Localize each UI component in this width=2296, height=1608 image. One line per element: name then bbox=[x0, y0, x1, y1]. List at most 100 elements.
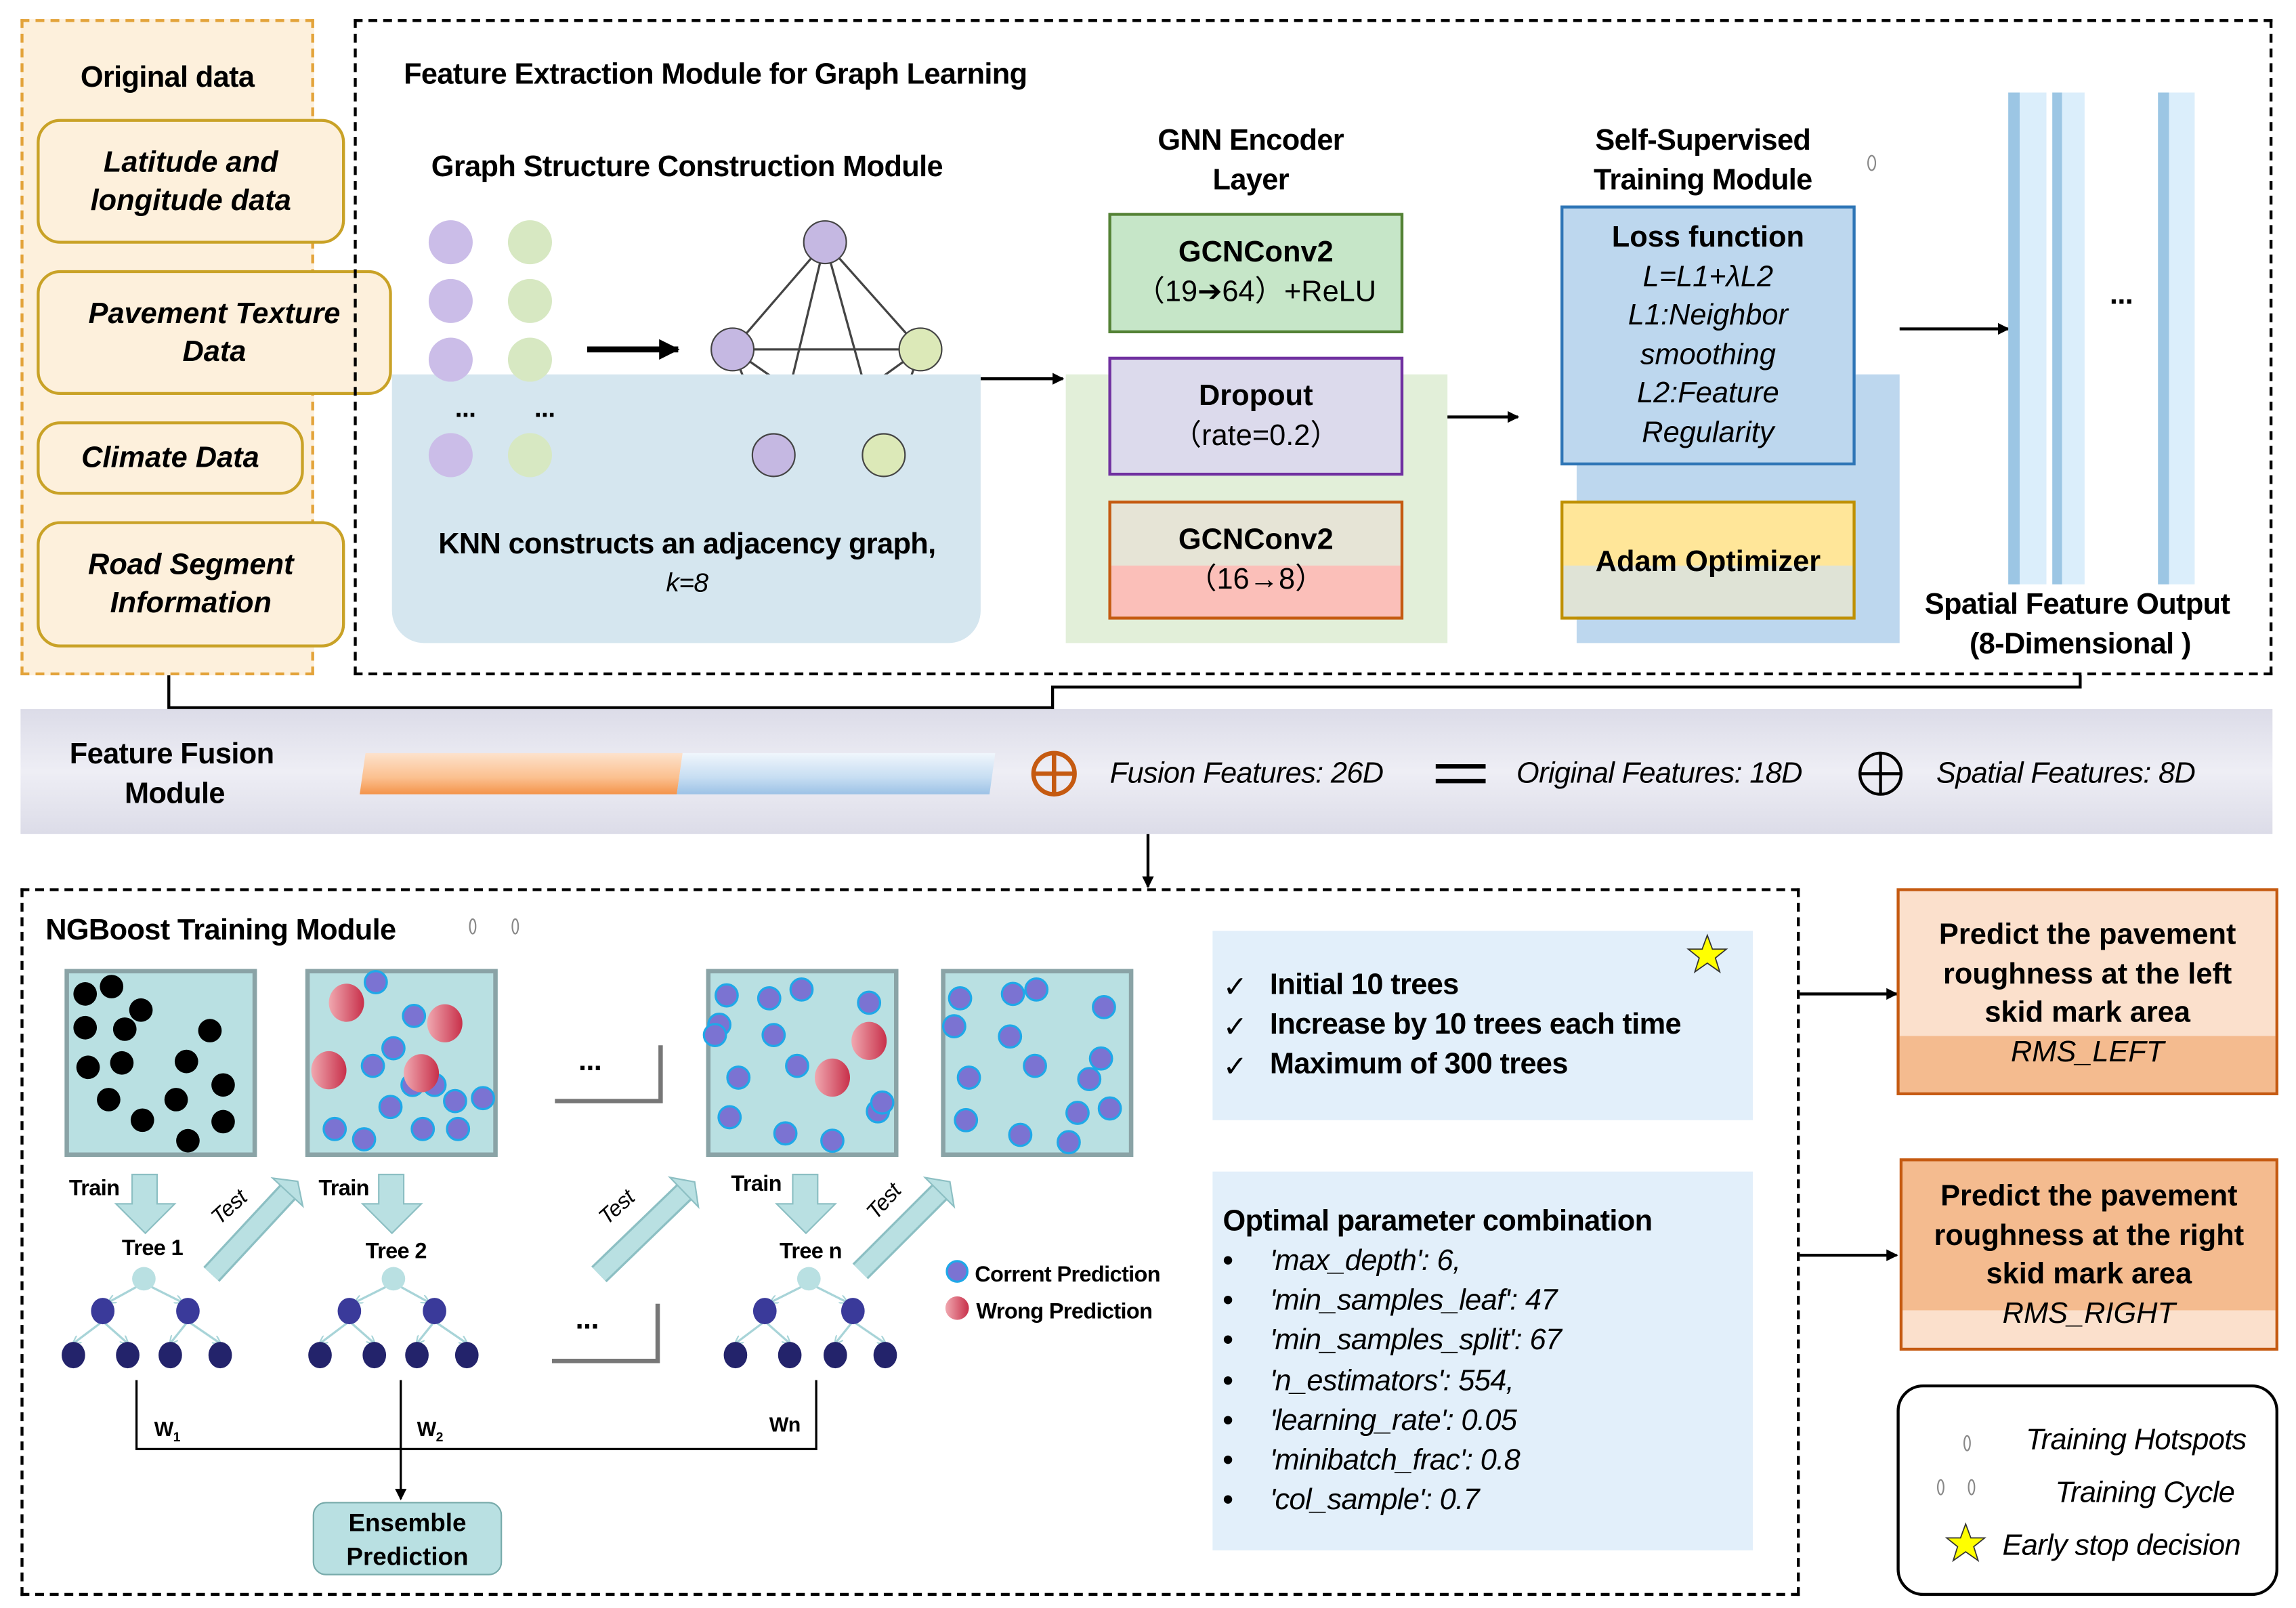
tree-edge bbox=[348, 1320, 375, 1344]
train-arrow bbox=[114, 1173, 177, 1235]
training-rule-item: Maximum of 300 trees bbox=[1269, 1048, 1569, 1081]
correct-prediction-point bbox=[789, 977, 814, 1002]
scatter-point bbox=[174, 1049, 198, 1074]
graph-node bbox=[507, 337, 552, 382]
feature-extraction-title: Feature Extraction Module for Graph Lear… bbox=[404, 58, 1027, 91]
correct-prediction-point bbox=[761, 1023, 786, 1047]
tree-edge bbox=[73, 1320, 104, 1344]
scatter-point bbox=[112, 1017, 137, 1041]
k-value: k=8 bbox=[666, 568, 708, 598]
gcnconv-2-detail: （16→8） bbox=[1187, 564, 1325, 597]
output-right-line-1: Predict the pavement bbox=[1940, 1180, 2238, 1213]
scatter-point bbox=[211, 1073, 235, 1097]
gcnconv-1-detail: （19➔64）+ReLU bbox=[1135, 276, 1377, 309]
paperclip-pair-icon bbox=[1937, 1479, 1976, 1496]
ngboost-title: NGBoost Training Module bbox=[45, 914, 396, 948]
legend-hotspots: Training Hotspots bbox=[2026, 1424, 2247, 1457]
spatial-features-text: Spatial Features: 8D bbox=[1936, 757, 2196, 790]
tree-edge bbox=[149, 1285, 182, 1303]
scatter-point bbox=[130, 1108, 154, 1133]
parameter-item: 'min_samples_leaf': 47 bbox=[1269, 1284, 1558, 1317]
gcnconv-2-name: GCNConv2 bbox=[1178, 524, 1334, 557]
correct-prediction-point bbox=[870, 1090, 895, 1115]
parameters-title: Optimal parameter combination bbox=[1223, 1205, 1653, 1238]
loss-formula: L=L1+λL2 bbox=[1642, 260, 1774, 293]
tree-internal-node bbox=[841, 1298, 865, 1325]
test-arrow-head bbox=[667, 1176, 700, 1210]
tree-leaf-node bbox=[778, 1342, 802, 1369]
correct-prediction-point bbox=[948, 986, 973, 1011]
gnn-title-2: Layer bbox=[1212, 164, 1289, 197]
tree-2-label: Tree 2 bbox=[365, 1239, 427, 1265]
output-left-line-2: roughness at the left bbox=[1942, 958, 2232, 990]
train-arrow bbox=[360, 1173, 423, 1235]
ngboost-panel bbox=[20, 888, 1800, 1596]
paperclip-icon bbox=[1963, 1435, 1971, 1452]
ensemble-line-2: Prediction bbox=[346, 1543, 469, 1571]
train-label-2: Train bbox=[318, 1176, 369, 1202]
scatter-point bbox=[73, 982, 98, 1006]
scatter-point bbox=[73, 1015, 98, 1040]
test-arrow-head bbox=[270, 1177, 304, 1208]
output-right-box: Predict the pavement roughness at the ri… bbox=[1899, 1158, 2278, 1351]
scatter-point bbox=[76, 1055, 100, 1080]
star-icon bbox=[1944, 1522, 1986, 1563]
correct-prediction-point bbox=[717, 1105, 742, 1130]
test-arrow-head bbox=[922, 1176, 956, 1209]
weight-w1: W1 bbox=[154, 1416, 181, 1445]
bullet-icon: • bbox=[1223, 1245, 1233, 1277]
graph-node bbox=[428, 337, 473, 382]
tree-leaf-node bbox=[308, 1342, 332, 1369]
correct-prediction-point bbox=[857, 990, 882, 1015]
correct-prediction-point bbox=[785, 1053, 809, 1078]
test-arrow-fill bbox=[593, 1185, 691, 1281]
tree-leaf-node bbox=[405, 1342, 429, 1369]
correct-prediction-point bbox=[443, 1088, 467, 1114]
train-label-1: Train bbox=[68, 1176, 120, 1202]
bullet-icon: • bbox=[1223, 1324, 1233, 1357]
scatter-point bbox=[176, 1128, 200, 1153]
paperclip-icon bbox=[1867, 154, 1877, 171]
output-left-line-3: skid mark area bbox=[1984, 996, 2191, 1030]
loss-l1-b: smoothing bbox=[1640, 338, 1776, 371]
tree-root-node bbox=[796, 1267, 821, 1291]
correct-prediction-point bbox=[1065, 1101, 1090, 1125]
loss-l1-a: L1:Neighbor bbox=[1628, 299, 1788, 332]
tree-root-node bbox=[381, 1267, 406, 1291]
correct-prediction-point bbox=[757, 986, 782, 1011]
weight-w2: W2 bbox=[417, 1416, 444, 1445]
legend-wrong-label: Wrong Prediction bbox=[976, 1299, 1153, 1325]
output-right-line-3: skid mark area bbox=[1986, 1258, 2192, 1291]
original-data-title: Original data bbox=[80, 62, 255, 94]
feature-vector-bar-1 bbox=[2008, 92, 2047, 585]
correct-prediction-point bbox=[363, 970, 388, 994]
training-rule-item: Initial 10 trees bbox=[1269, 969, 1459, 1002]
graph-node bbox=[428, 278, 473, 323]
wrong-prediction-point bbox=[311, 1051, 347, 1090]
knn-graph-node bbox=[862, 433, 906, 478]
scatter-point bbox=[211, 1109, 235, 1134]
correct-prediction-point bbox=[360, 1053, 385, 1078]
test-arrow-fill bbox=[853, 1185, 946, 1278]
output-right-target: RMS_RIGHT bbox=[2002, 1296, 2175, 1330]
scatter-point bbox=[129, 998, 153, 1022]
graph-construction-title: Graph Structure Construction Module bbox=[431, 151, 943, 184]
correct-prediction-point bbox=[998, 1024, 1023, 1049]
tree-edge bbox=[108, 1285, 139, 1303]
parameters-box bbox=[1212, 1171, 1753, 1550]
bullet-icon: • bbox=[1223, 1364, 1233, 1397]
tree-internal-node bbox=[337, 1298, 362, 1325]
correct-prediction-point bbox=[1024, 977, 1049, 1002]
tree-edge bbox=[320, 1320, 350, 1344]
check-icon: ✓ bbox=[1223, 971, 1248, 1004]
plus-circle-icon bbox=[1858, 751, 1903, 796]
tree-internal-node bbox=[752, 1298, 777, 1325]
wrong-prediction-point bbox=[404, 1054, 440, 1093]
correct-prediction-point bbox=[446, 1116, 471, 1141]
knn-caption: KNN constructs an adjacency graph, bbox=[438, 528, 936, 561]
train-arrow bbox=[774, 1173, 837, 1235]
tree-root-node bbox=[132, 1267, 156, 1291]
legend-correct-label: Corrent Prediction bbox=[975, 1263, 1160, 1288]
parameter-item: 'learning_rate': 0.05 bbox=[1269, 1404, 1517, 1437]
original-item-road-segment: Road Segment Information bbox=[37, 521, 345, 648]
